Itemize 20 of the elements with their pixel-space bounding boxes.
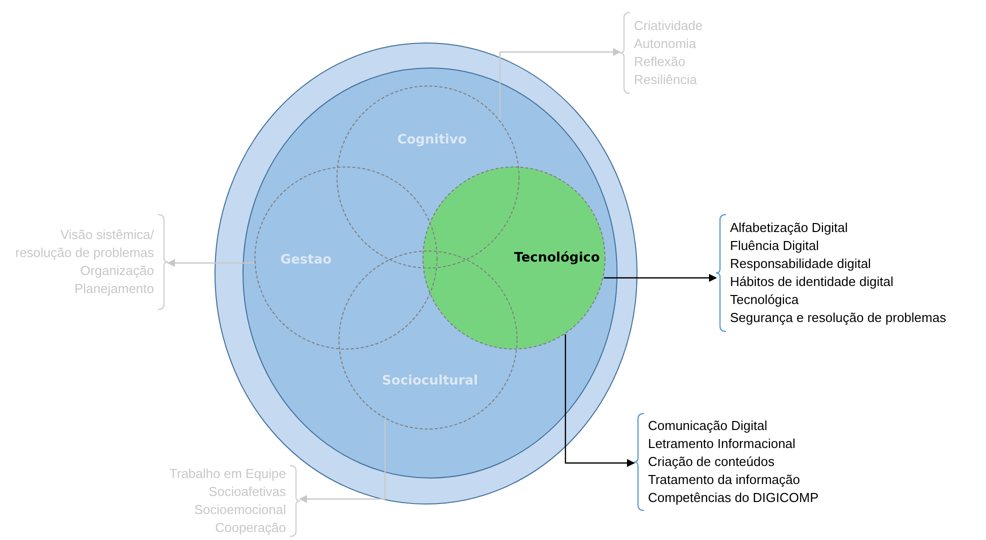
list-item: Tecnológica: [730, 291, 800, 309]
list-item: Responsabilidade digital: [730, 255, 872, 273]
list-item: Comunicação Digital: [648, 417, 768, 435]
arrow: [499, 48, 621, 120]
list-item: Fluência Digital: [730, 237, 820, 255]
arrow: [604, 274, 717, 282]
circle-label: Tecnológico: [514, 250, 600, 266]
list-item: Segurança e resolução de problemas: [730, 309, 948, 327]
list-item: Criação de conteúdos: [648, 453, 776, 471]
list-item: Alfabetização Digital: [730, 219, 849, 237]
list-item: Tratamento da informação: [648, 471, 801, 489]
arrow: [167, 258, 254, 267]
list-item: Letramento Informacional: [648, 435, 796, 453]
arrow: [564, 334, 635, 467]
arrow: [299, 419, 386, 503]
list-item: Hábitos de identidade digital: [730, 273, 894, 291]
circle-label: Gestao: [280, 252, 332, 268]
list-item: Competências do DIGICOMP: [648, 489, 820, 507]
circle-label: Sociocultural: [382, 374, 478, 388]
circle-label: Cognitivo: [397, 132, 467, 148]
